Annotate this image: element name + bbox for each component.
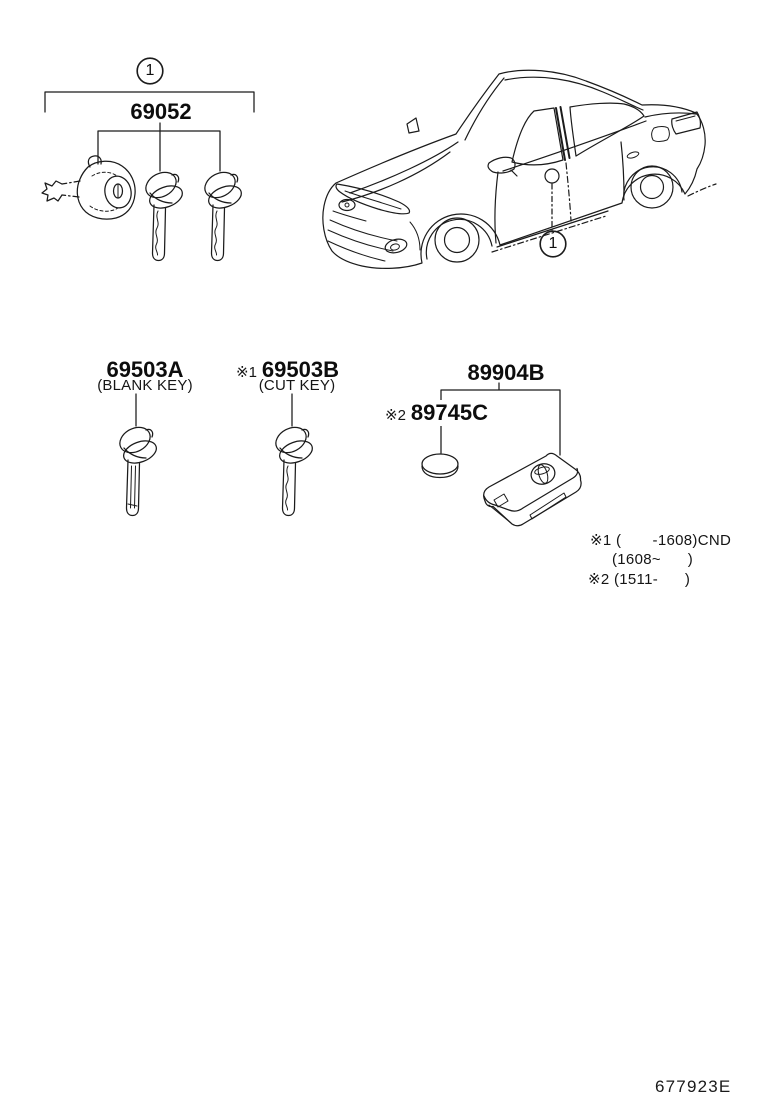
caption-cut-key: (CUT KEY) [258, 377, 336, 394]
grille-emblem [339, 200, 355, 211]
part-label-89745C[interactable]: ※2 89745C [383, 400, 490, 426]
part-number-69052[interactable]: 69052 [130, 99, 192, 124]
part-number-89904B[interactable]: 89904B [467, 360, 545, 385]
toyota-logo [529, 461, 558, 487]
part-number-69503B: 69503B [261, 357, 339, 382]
master-key-2 [200, 167, 244, 260]
lock-cylinder-illustration [42, 156, 135, 219]
door-lock-marker [545, 169, 559, 183]
callout-badge-car[interactable]: 1 [540, 231, 566, 257]
fog-light [384, 237, 408, 255]
caption-blank-key: (BLANK KEY) [97, 377, 193, 394]
smart-key-illustration [484, 453, 581, 525]
note-ref-2: ※2 [385, 407, 406, 424]
battery-illustration [422, 454, 458, 478]
part-label-69503B[interactable]: ※1 69503B [236, 357, 339, 383]
rear-wheel [631, 166, 673, 208]
master-key-1 [141, 167, 185, 260]
note-line-3: ※2 (1511- ) [588, 571, 691, 588]
side-mirror [488, 157, 517, 176]
blank-key-69503A [115, 422, 159, 515]
car-illustration [323, 70, 716, 268]
cut-key-69503B [271, 422, 315, 515]
far-side-mirror [407, 118, 419, 133]
diagram-code: 677923E [655, 1077, 732, 1096]
note-line-2: (1608~ ) [612, 551, 694, 568]
part-number-89745C: 89745C [410, 400, 488, 425]
note-line-1: ※1 ( -1608)CND [590, 532, 732, 549]
callout-badge-top[interactable]: 1 [137, 58, 163, 84]
connector-lines [45, 92, 560, 455]
front-wheel [435, 218, 479, 262]
part-number-69503A[interactable]: 69503A [106, 357, 184, 382]
note-ref-1: ※1 [236, 364, 257, 381]
